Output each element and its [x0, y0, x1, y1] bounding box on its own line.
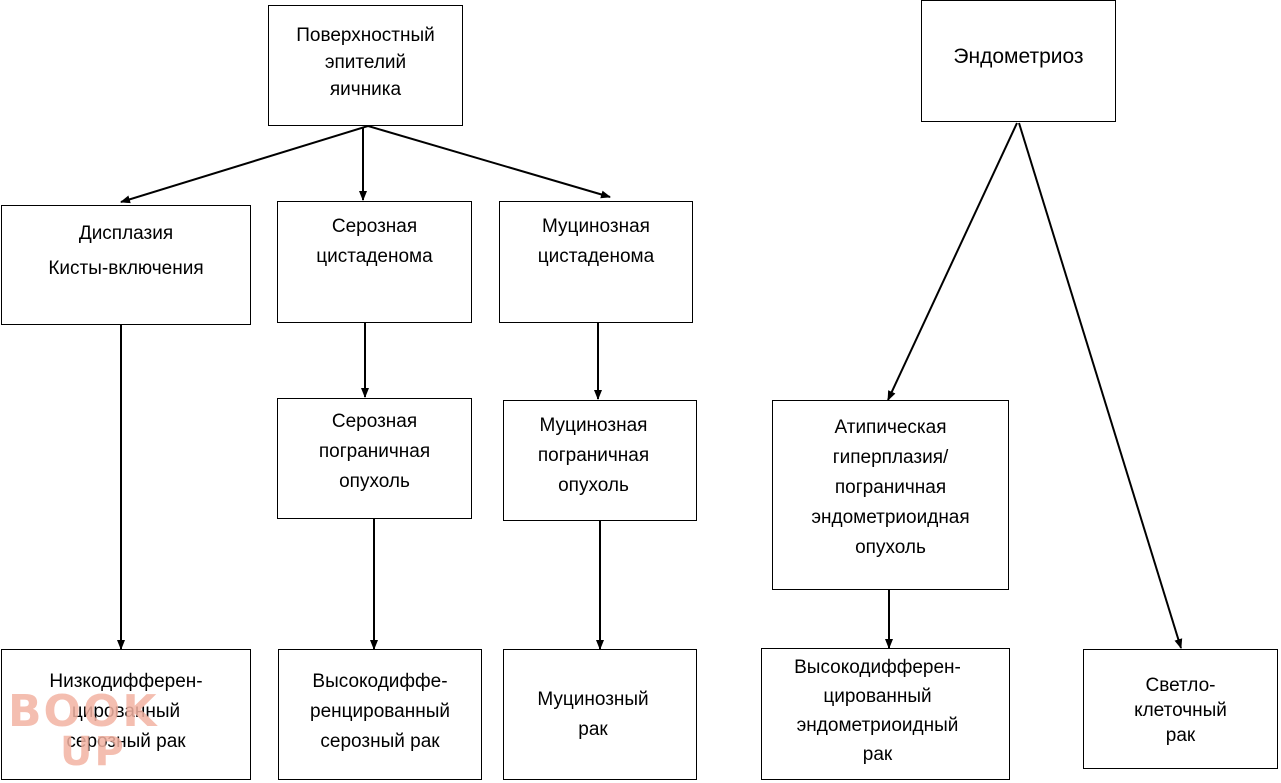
watermark-logo: BOOK UP [8, 690, 168, 780]
watermark-line-2: UP [60, 729, 126, 775]
box-atypical-hyperplasia: Атипическая гиперплазия/ пограничная энд… [772, 400, 1009, 590]
box-high-grade-serous-cancer: Высокодиффе- ренцированный серозный рак [278, 649, 482, 780]
box-clear-cell-cancer: Светло- клеточный рак [1083, 649, 1278, 769]
box-low-grade-serous-cancer: Низкодифферен- цированный серозный рак [1, 649, 251, 780]
arrow-endometriosis-to-clear-cell [1018, 122, 1183, 649]
box-serous-borderline: Серозная пограничная опухоль [277, 398, 472, 519]
box-surface-epithelium: Поверхностный эпителий яичника [268, 5, 463, 126]
arrow-epithelium-to-dysplasia [120, 125, 369, 204]
box-mucinous-borderline: Муцинозная пограничная опухоль [503, 400, 697, 521]
box-serous-cystadenoma: Серозная цистаденома [277, 201, 472, 323]
box-mucinous-cancer: Муцинозный рак [503, 649, 697, 780]
arrow-endometriosis-to-atypical-hyperplasia [887, 122, 1018, 401]
box-mucinous-cancer-label: Муцинозный рак [537, 689, 649, 740]
box-mucinous-cystadenoma-label: Муцинозная цистаденома [537, 216, 655, 267]
box-atypical-hyperplasia-label: Атипическая гиперплазия/ пограничная энд… [811, 417, 970, 558]
box-dysplasia-label: Дисплазия Кисты-включения [48, 223, 204, 279]
box-high-grade-serous-cancer-label: Высокодиффе- ренцированный серозный рак [310, 671, 450, 752]
box-low-grade-serous-cancer-label: Низкодифферен- цированный серозный рак [49, 671, 203, 752]
box-serous-cystadenoma-label: Серозная цистаденома [316, 216, 433, 267]
box-mucinous-cystadenoma: Муцинозная цистаденома [499, 201, 693, 323]
box-endometriosis: Эндометриоз [921, 0, 1116, 122]
arrow-epithelium-to-mucinous-cystadenoma [367, 125, 611, 199]
box-endometriosis-label: Эндометриоз [953, 45, 1084, 68]
box-serous-borderline-label: Серозная пограничная опухоль [318, 411, 431, 492]
box-dysplasia: Дисплазия Кисты-включения [1, 205, 251, 325]
watermark-line-1: BOOK [8, 686, 159, 737]
box-mucinous-borderline-label: Муцинозная пограничная опухоль [537, 415, 650, 496]
box-endometrioid-cancer-label: Высокодифферен- цированный эндометриоидн… [794, 657, 961, 765]
box-clear-cell-cancer-label: Светло- клеточный рак [1134, 675, 1227, 746]
box-endometrioid-cancer: Высокодифферен- цированный эндометриоидн… [761, 648, 1010, 780]
box-surface-epithelium-label: Поверхностный эпителий яичника [296, 25, 435, 100]
